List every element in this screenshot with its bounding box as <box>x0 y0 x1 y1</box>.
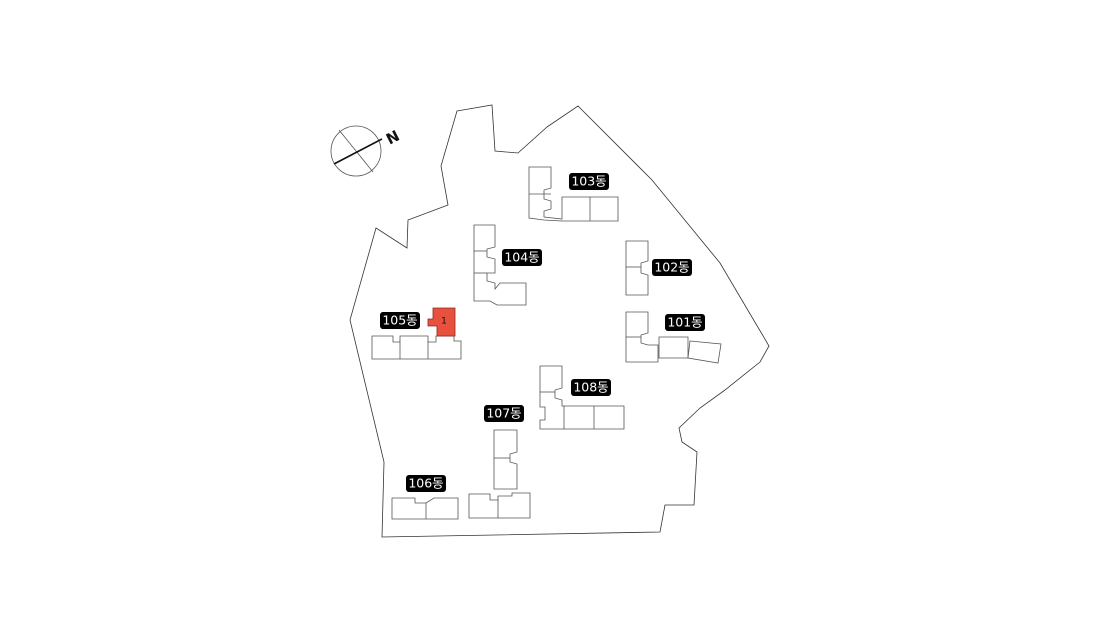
building-107[interactable]: 107동 <box>468 405 531 519</box>
building-101-footprint-angled <box>687 340 722 364</box>
building-105-footprint <box>371 335 462 360</box>
building-104-footprint <box>473 224 527 306</box>
compass-needle <box>333 138 383 165</box>
site-boundary <box>349 104 770 538</box>
building-106-label: 106동 <box>408 476 443 491</box>
building-106[interactable]: 106동 <box>391 475 459 520</box>
highlighted-unit[interactable] <box>427 307 456 337</box>
building-104-label-bg <box>502 249 542 266</box>
building-102-footprint <box>625 240 649 296</box>
building-101-footprint-east <box>658 336 689 359</box>
building-104[interactable]: 104동 <box>473 224 542 306</box>
compass-circle <box>330 125 382 177</box>
building-101[interactable]: 101동 <box>625 311 722 364</box>
building-108[interactable]: 108동 <box>539 365 625 430</box>
building-107-footprint <box>493 429 518 490</box>
building-101-label-bg <box>665 314 705 331</box>
building-102-label: 102동 <box>654 260 689 275</box>
building-101-label: 101동 <box>667 315 702 330</box>
compass-cross-line <box>338 129 374 173</box>
building-103-label: 103동 <box>571 174 606 189</box>
building-102[interactable]: 102동 <box>625 240 692 296</box>
building-103-footprint <box>528 166 619 222</box>
highlighted-unit-label: 1 <box>441 317 447 327</box>
building-105[interactable]: 1 105동 <box>371 307 462 360</box>
building-106-label-bg <box>406 475 446 492</box>
building-108-label-bg <box>571 379 611 396</box>
building-107-label-bg <box>484 405 524 422</box>
building-103[interactable]: 103동 <box>528 166 619 222</box>
compass-north-label: N <box>383 127 402 149</box>
building-104-label: 104동 <box>504 250 539 265</box>
building-103-label-bg <box>569 173 609 190</box>
building-107-label: 107동 <box>486 406 521 421</box>
building-105-label: 105동 <box>382 313 417 328</box>
building-101-footprint <box>625 311 659 363</box>
building-106-footprint <box>391 497 459 520</box>
building-105-label-bg <box>380 312 420 329</box>
compass: N <box>330 125 402 177</box>
building-108-footprint <box>539 365 625 430</box>
building-107-footprint-south <box>468 492 531 519</box>
building-108-label: 108동 <box>573 380 608 395</box>
building-102-label-bg <box>652 259 692 276</box>
